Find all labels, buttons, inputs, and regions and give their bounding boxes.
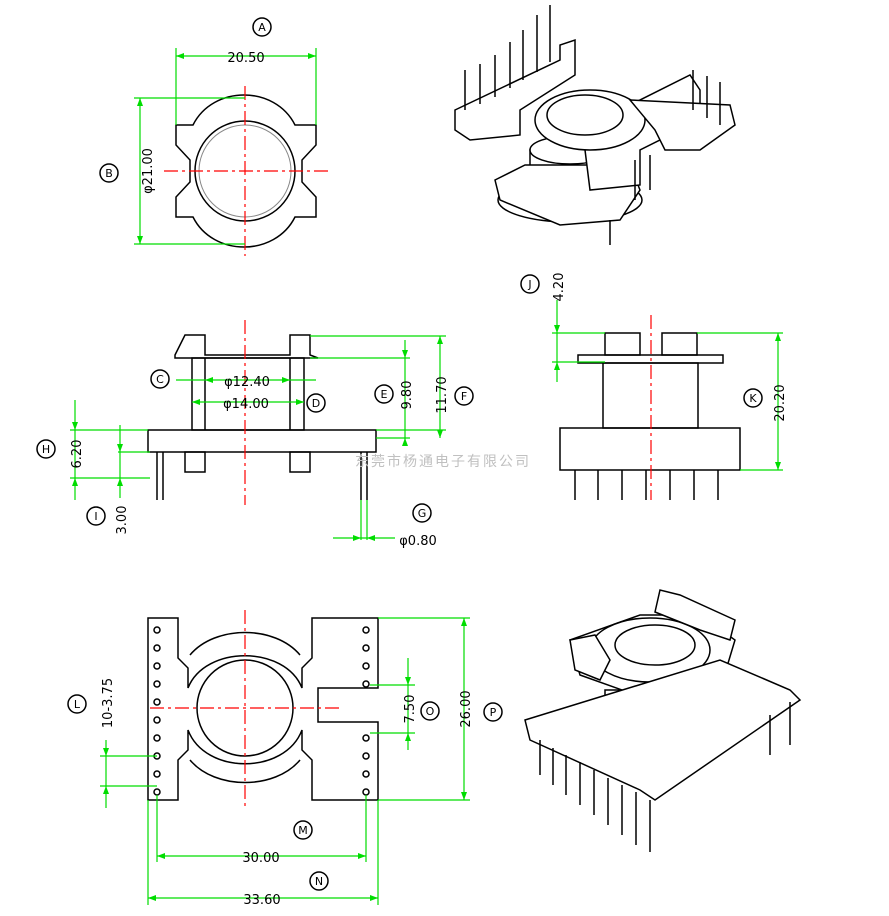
bubble-L: L bbox=[67, 694, 87, 714]
dim-B-value: φ21.00 bbox=[141, 148, 156, 194]
side-view: 4.20 20.20 bbox=[552, 273, 788, 500]
svg-text:A: A bbox=[258, 21, 266, 34]
svg-text:I: I bbox=[94, 510, 97, 523]
bubble-H: H bbox=[36, 439, 56, 459]
bottom-view: 10-3.75 7.50 26.00 30.00 33.60 bbox=[100, 610, 474, 908]
bubble-C: C bbox=[150, 369, 170, 389]
svg-text:M: M bbox=[298, 824, 308, 837]
bubble-M: M bbox=[293, 820, 313, 840]
svg-text:D: D bbox=[312, 397, 320, 410]
bubble-F: F bbox=[454, 386, 474, 406]
bubble-B: B bbox=[99, 163, 119, 183]
bubble-G: G bbox=[412, 503, 432, 523]
bubble-P: P bbox=[483, 702, 503, 722]
dim-H-value: 6.20 bbox=[70, 440, 85, 469]
front-view: φ12.40 φ14.00 9.80 11.70 6.20 3.00 bbox=[70, 320, 450, 549]
svg-text:F: F bbox=[461, 390, 467, 403]
dim-I-value: 3.00 bbox=[115, 506, 130, 535]
svg-text:N: N bbox=[315, 875, 323, 888]
svg-text:J: J bbox=[527, 278, 531, 291]
dim-E-value: 9.80 bbox=[400, 381, 415, 410]
svg-text:B: B bbox=[105, 167, 113, 180]
top-view: 20.50 φ21.00 bbox=[134, 48, 328, 256]
bubble-K: K bbox=[743, 388, 763, 408]
dim-M-value: 30.00 bbox=[242, 851, 279, 866]
svg-text:L: L bbox=[74, 698, 81, 711]
dim-D-value: φ14.00 bbox=[223, 397, 269, 412]
svg-text:C: C bbox=[156, 373, 164, 386]
dim-J-value: 4.20 bbox=[552, 273, 567, 302]
bubble-J: J bbox=[520, 274, 540, 294]
dim-F-value: 11.70 bbox=[435, 376, 450, 413]
dim-A-value: 20.50 bbox=[227, 51, 264, 66]
bubble-E: E bbox=[374, 384, 394, 404]
isometric-view-top bbox=[454, 5, 736, 245]
company-watermark: 东莞市杨通电子有限公司 bbox=[355, 453, 531, 470]
bubble-D: D bbox=[306, 393, 326, 413]
dim-L-value: 10-3.75 bbox=[101, 678, 116, 728]
dim-P-value: 26.00 bbox=[459, 690, 474, 727]
dim-K-value: 20.20 bbox=[773, 384, 788, 421]
svg-text:O: O bbox=[426, 705, 435, 718]
side-view-pins bbox=[574, 470, 719, 500]
bubble-N: N bbox=[309, 871, 329, 891]
dim-O-value: 7.50 bbox=[403, 695, 418, 724]
svg-text:K: K bbox=[749, 392, 757, 405]
isometric-view-bottom bbox=[524, 589, 802, 852]
svg-text:H: H bbox=[42, 443, 50, 456]
svg-text:E: E bbox=[381, 388, 388, 401]
bubble-A: A bbox=[252, 17, 272, 37]
dim-N-value: 33.60 bbox=[243, 893, 280, 908]
dim-C-value: φ12.40 bbox=[224, 375, 270, 390]
svg-text:G: G bbox=[418, 507, 427, 520]
bubble-O: O bbox=[420, 701, 440, 721]
bubble-I: I bbox=[86, 506, 106, 526]
bottom-view-pin-holes bbox=[153, 626, 370, 796]
svg-text:P: P bbox=[490, 706, 497, 719]
isometric-bottom-pins bbox=[539, 702, 791, 852]
dim-G-value: φ0.80 bbox=[399, 534, 437, 549]
